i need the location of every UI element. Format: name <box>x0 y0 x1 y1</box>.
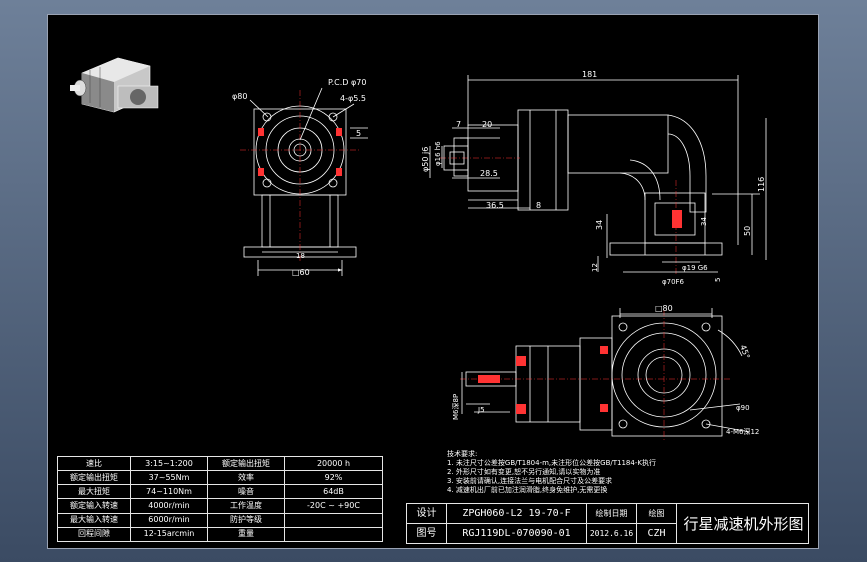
table-row: 最大输入转速 6000r/min 防护等级 <box>57 512 383 528</box>
spec-label: 防护等级 <box>207 512 285 528</box>
note-line: 2. 外形尺寸如有变更,恕不另行通知,请以实物为准 <box>447 468 601 476</box>
spec-value <box>284 512 383 528</box>
bottom-view <box>460 308 751 440</box>
dim-phi19: φ19 G6 <box>682 264 708 272</box>
table-row: 最大扭矩 74~110Nm 噪音 64dB <box>57 484 383 500</box>
dim-7: 7 <box>456 120 461 129</box>
tb-label-designer: 设计 <box>407 504 447 524</box>
spec-value <box>284 526 383 543</box>
dim-28-5: 28.5 <box>480 169 498 178</box>
dim-sq80: □80 <box>655 304 673 313</box>
tb-label-drawing-no: 图号 <box>407 524 447 544</box>
spec-value: 64dB <box>284 484 383 500</box>
spec-label: 最大扭矩 <box>57 484 131 500</box>
tb-label-drawn-by: 绘图 <box>637 504 677 524</box>
spec-label: 噪音 <box>207 484 285 500</box>
dim-45deg: 45° <box>738 344 751 360</box>
spec-value: 3:15~1:200 <box>130 455 208 472</box>
spec-label: 重量 <box>207 526 285 543</box>
note-line: 4. 减速机出厂前已加注润滑脂,终身免维护,无需更换 <box>447 486 608 494</box>
technical-notes: 技术要求: 1. 未注尺寸公差按GB/T1804-m,未注形位公差按GB/T11… <box>447 450 687 495</box>
spec-label: 工作温度 <box>207 498 285 514</box>
spec-value: 20000 h <box>284 455 383 472</box>
spec-value: 37~55Nm <box>130 470 208 486</box>
dim-34: 34 <box>595 220 604 230</box>
table-row: 额定输入转速 4000r/min 工作温度 -20C ~ +90C <box>57 498 383 514</box>
dim-pcd: P.C.D φ70 <box>328 78 366 87</box>
dim-j5: J5 <box>477 406 485 414</box>
title-block: 设计 ZPGH060-L2 19-70-F 绘制日期 绘图 图号 RGJ119D… <box>406 503 809 544</box>
dim-8: 8 <box>536 201 541 210</box>
dim-phi90: φ90 <box>736 404 750 412</box>
dim-phi50: φ50 j6 <box>421 147 430 172</box>
spec-label: 回程间隙 <box>57 526 131 543</box>
spec-value: 12-15arcmin <box>130 526 208 543</box>
dim-phi70: φ70F6 <box>662 278 685 286</box>
note-line: 1. 未注尺寸公差按GB/T1804-m,未注形位公差按GB/T1184-K执行 <box>447 459 656 467</box>
spec-label: 额定输出扭矩 <box>57 470 131 486</box>
dim-five: 5 <box>356 129 361 138</box>
tb-drawing-no: RGJ119DL-070090-01 <box>447 524 587 544</box>
table-row: 回程间隙 12-15arcmin 重量 <box>57 526 383 543</box>
dim-34b: 34 <box>700 217 708 226</box>
note-line: 3. 安装前请确认,连接法兰与电机配合尺寸及公差要求 <box>447 477 613 485</box>
spec-value: 4000r/min <box>130 498 208 514</box>
spec-label: 速比 <box>57 455 131 472</box>
spec-value: 6000r/min <box>130 512 208 528</box>
dim-181: 181 <box>582 70 597 79</box>
dim-116: 116 <box>757 177 766 192</box>
dim-20: 20 <box>482 120 492 129</box>
dim-m6-bolts: 4-M6深12 <box>726 427 759 436</box>
table-row: 速比 3:15~1:200 额定输出扭矩 20000 h <box>57 455 383 472</box>
tb-date: 2012.6.16 <box>587 524 637 544</box>
dim-36-5: 36.5 <box>486 201 504 210</box>
drawing-title: 行星减速机外形图 <box>683 515 804 533</box>
spec-value: 92% <box>284 470 383 486</box>
spec-label: 额定输出扭矩 <box>207 455 285 472</box>
dim-5: 5 <box>714 278 722 282</box>
dim-sq60: □60 <box>292 268 310 277</box>
dim-phi80: φ80 <box>232 92 247 101</box>
dim-m6-depth: M6深8P <box>451 394 460 420</box>
dim-50: 50 <box>743 226 752 236</box>
notes-heading: 技术要求: <box>447 450 478 458</box>
dim-18: 18 <box>296 252 305 260</box>
isometric-gearbox-thumbnail <box>70 57 159 113</box>
spec-table: 速比 3:15~1:200 额定输出扭矩 20000 h 额定输出扭矩 37~5… <box>57 455 383 543</box>
tb-designer: CZH <box>637 524 677 544</box>
tb-model: ZPGH060-L2 19-70-F <box>447 504 587 524</box>
side-view <box>429 75 767 275</box>
tb-label-date: 绘制日期 <box>587 504 637 524</box>
table-row: 额定输出扭矩 37~55Nm 效率 92% <box>57 470 383 486</box>
spec-label: 效率 <box>207 470 285 486</box>
spec-label: 最大输入转速 <box>57 512 131 528</box>
dim-bolt-holes: 4-φ5.5 <box>340 94 366 103</box>
dim-12: 12 <box>591 263 599 272</box>
front-view <box>240 87 368 276</box>
dim-phi16: φ16 h6 <box>434 141 442 166</box>
spec-label: 额定输入转速 <box>57 498 131 514</box>
spec-value: -20C ~ +90C <box>284 498 383 514</box>
spec-value: 74~110Nm <box>130 484 208 500</box>
